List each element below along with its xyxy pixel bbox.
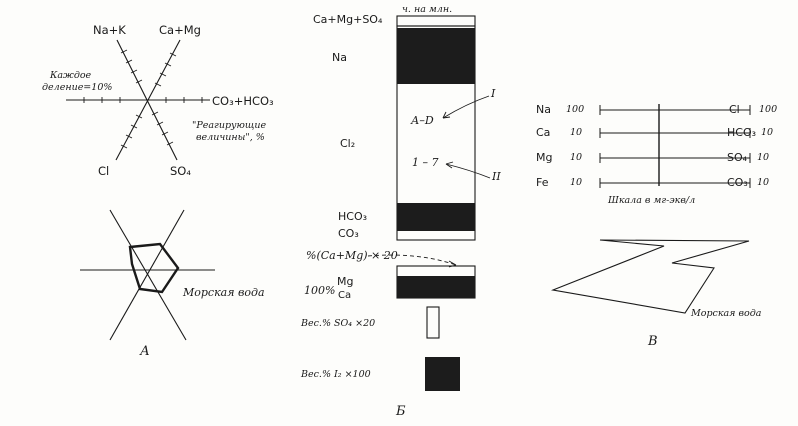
scale-cl: 100 (759, 104, 778, 115)
column-header-box (396, 15, 476, 27)
scale-mg: 10 (570, 152, 583, 163)
label-cl: Cl (98, 164, 110, 178)
arrow-ii (445, 163, 491, 179)
marker-a-d: А–D (411, 114, 434, 127)
label-wt-so4: Вес.% SO₄ ×20 (301, 318, 376, 329)
note-division-line2: деление=10% (42, 82, 113, 93)
scale-so4: 10 (757, 152, 770, 163)
camg-dashed-arrow (367, 254, 457, 266)
i2-bar (425, 357, 460, 391)
label-cl2: Cl₂ (340, 137, 356, 150)
axis-bottom-2 (109, 209, 185, 341)
sea-water-label-a: Морская вода (183, 286, 265, 299)
caption-a: А (140, 344, 150, 359)
sea-water-polygon-a (128, 242, 180, 294)
caption-b: Б (396, 404, 406, 419)
camg-bar-fill (397, 276, 475, 298)
sea-water-label-c: Морская вода (691, 308, 762, 319)
label-hco3: HCO₃ (338, 210, 368, 223)
label-wt-i2: Вес.% I₂ ×100 (301, 369, 371, 380)
sea-water-polygon-c (550, 239, 750, 314)
ion-so4: SO₄ (727, 151, 748, 164)
ion-na: Na (536, 103, 551, 116)
note-division-line1: Каждое (50, 70, 92, 81)
roman-ii: II (492, 170, 501, 183)
note-reacting-line1: "Реагирующие (192, 120, 267, 131)
unit-header: ч. на млн. (402, 4, 453, 15)
column-frame (396, 25, 476, 241)
label-na-k: Na+K (93, 23, 126, 37)
scale-co3: 10 (757, 177, 770, 188)
scale-hco3: 10 (761, 127, 774, 138)
marker-1-7: 1 – 7 (412, 156, 439, 169)
arrow-i (442, 95, 490, 119)
axis-bottom-1 (109, 209, 187, 341)
label-co3-hco3: CO₃+HCO₃ (212, 94, 274, 108)
ion-ca: Ca (536, 126, 551, 139)
label-100pct: 100% (304, 284, 336, 297)
bar-na (397, 28, 475, 84)
scale-na: 100 (566, 104, 585, 115)
scale-fe: 10 (570, 177, 583, 188)
ion-hco3: HCO₃ (727, 126, 757, 139)
scale-ca: 10 (570, 127, 583, 138)
roman-i: I (491, 87, 496, 100)
scale-label: Шкала в мг-экв/л (608, 195, 696, 206)
label-so4: SO₄ (170, 164, 191, 178)
ion-co3: CO₃ (727, 176, 748, 189)
ion-fe: Fe (536, 176, 549, 189)
caption-c: В (648, 334, 658, 349)
label-na: Na (332, 51, 347, 64)
note-reacting-line2: величины", % (196, 132, 265, 143)
label-pct-camg: %(Ca+Mg) × 20 (306, 249, 398, 262)
label-ca-mg-so4: Ca+Mg+SO₄ (313, 13, 383, 26)
label-ca: Ca (338, 290, 352, 301)
ion-cl: Cl (729, 103, 740, 116)
axis-ticks (83, 49, 203, 149)
label-co3: CO₃ (338, 227, 359, 240)
so4-bar (426, 306, 440, 339)
ion-mg: Mg (536, 151, 553, 164)
label-mg: Mg (337, 275, 354, 288)
label-ca-mg: Ca+Mg (159, 23, 201, 37)
bar-hco3 (397, 203, 475, 231)
